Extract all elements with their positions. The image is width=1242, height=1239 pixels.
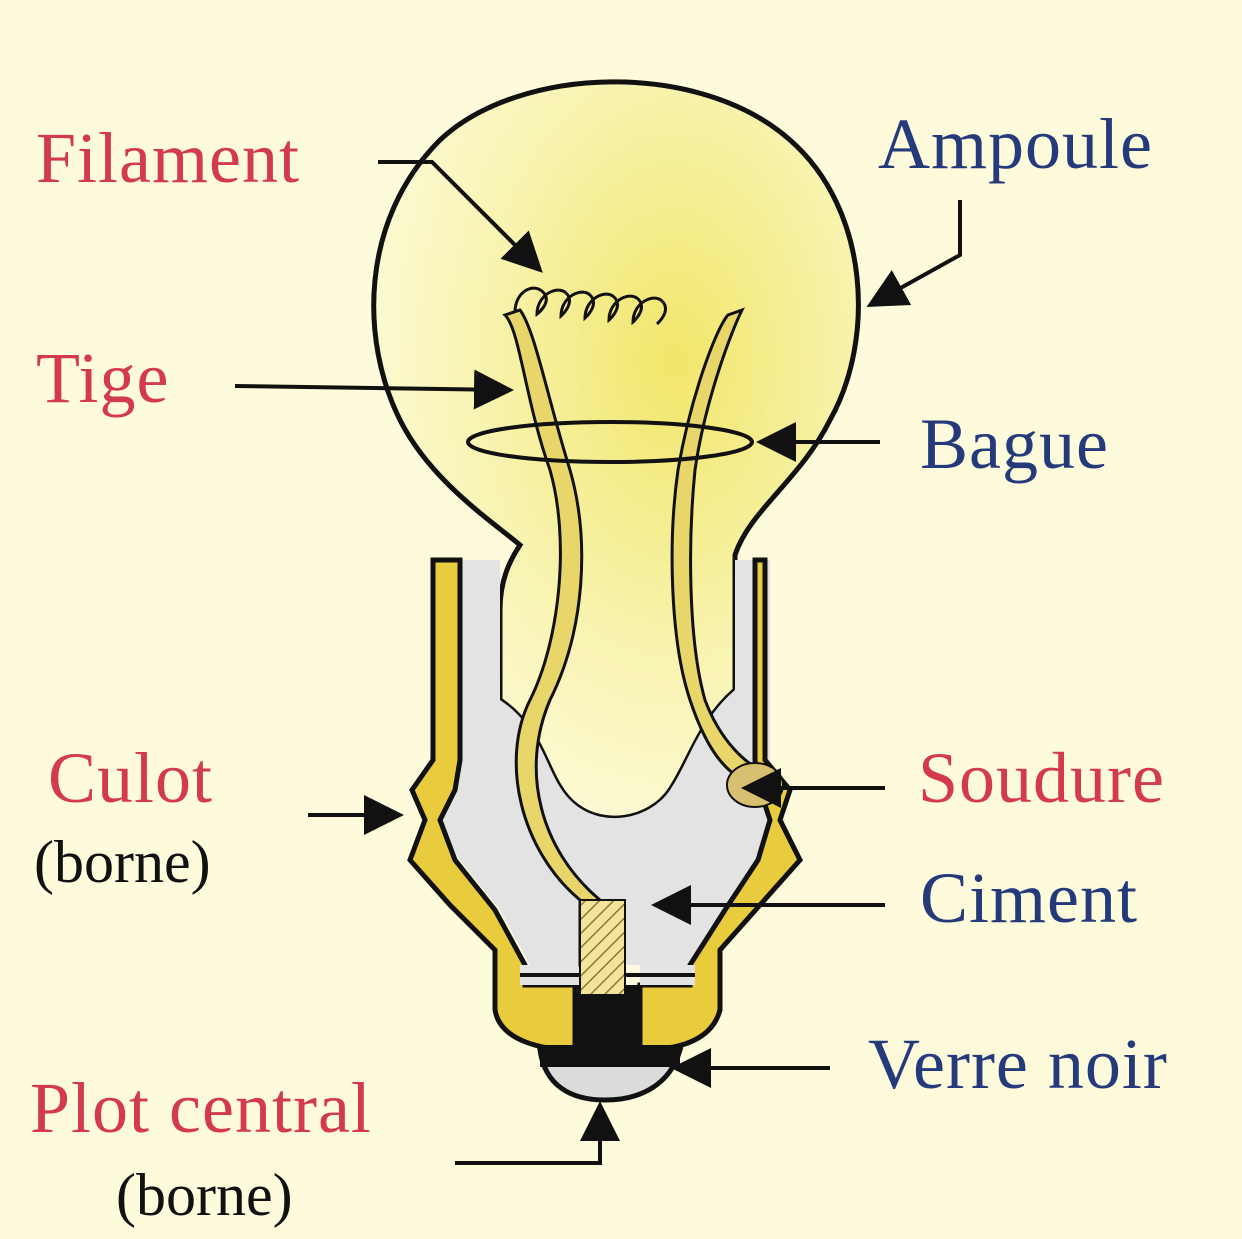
label-tige: Tige	[36, 338, 170, 418]
cement-area	[435, 560, 785, 965]
label-plot-central-borne: (borne)	[116, 1162, 293, 1228]
culot-left	[407, 557, 578, 1053]
ring	[466, 420, 754, 464]
label-bague: Bague	[920, 404, 1109, 484]
label-verre-noir: Verre noir	[868, 1024, 1168, 1104]
label-ampoule: Ampoule	[878, 104, 1153, 184]
label-ciment: Ciment	[920, 858, 1138, 938]
label-soudure: Soudure	[918, 738, 1165, 818]
label-plot-central: Plot central	[30, 1068, 372, 1148]
solder-blob	[726, 762, 784, 808]
filament-coil	[513, 286, 667, 326]
label-culot-borne: (borne)	[34, 829, 211, 895]
label-culot: Culot	[48, 738, 214, 818]
pointer-lines	[234, 160, 962, 1165]
label-filament: Filament	[36, 118, 300, 198]
